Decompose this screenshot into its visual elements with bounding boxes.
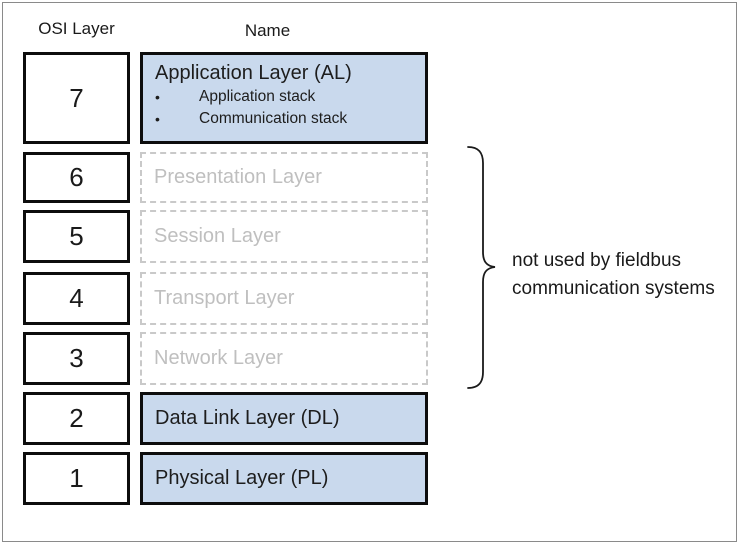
layer-name-box-session: Session Layer bbox=[140, 210, 428, 263]
layer-number-box-3: 3 bbox=[23, 332, 130, 385]
layer-number-box-7: 7 bbox=[23, 52, 130, 144]
layer-name-box-presentation: Presentation Layer bbox=[140, 152, 428, 203]
layer-name-box-application: Application Layer (AL) • Application sta… bbox=[140, 52, 428, 144]
bullet-label: Communication stack bbox=[199, 110, 348, 127]
layer-number-box-1: 1 bbox=[23, 452, 130, 505]
bullet-label: Application stack bbox=[199, 88, 316, 105]
layer-number-box-6: 6 bbox=[23, 152, 130, 203]
annotation-line-1: not used by fieldbus bbox=[512, 250, 682, 271]
column-header-osi-layer: OSI Layer bbox=[38, 19, 115, 38]
annotation-not-used: not used by fieldbus communication syste… bbox=[512, 247, 715, 303]
layer-number-box-2: 2 bbox=[23, 392, 130, 445]
bullet-icon: • bbox=[155, 89, 160, 105]
layer-name-box-physical: Physical Layer (PL) bbox=[140, 452, 428, 505]
layer-number-box-4: 4 bbox=[23, 272, 130, 325]
bullet-icon: • bbox=[155, 111, 160, 127]
layer-name-box-data-link: Data Link Layer (DL) bbox=[140, 392, 428, 445]
annotation-line-2: communication systems bbox=[512, 278, 715, 299]
layer-name-box-network: Network Layer bbox=[140, 332, 428, 385]
communication-stack-bullet: • Communication stack bbox=[155, 108, 415, 130]
layer-number-box-5: 5 bbox=[23, 210, 130, 263]
layer-name-box-transport: Transport Layer bbox=[140, 272, 428, 325]
column-header-name: Name bbox=[244, 21, 291, 40]
application-layer-title: Application Layer (AL) bbox=[155, 62, 352, 84]
application-stack-bullet: • Application stack bbox=[155, 86, 415, 108]
